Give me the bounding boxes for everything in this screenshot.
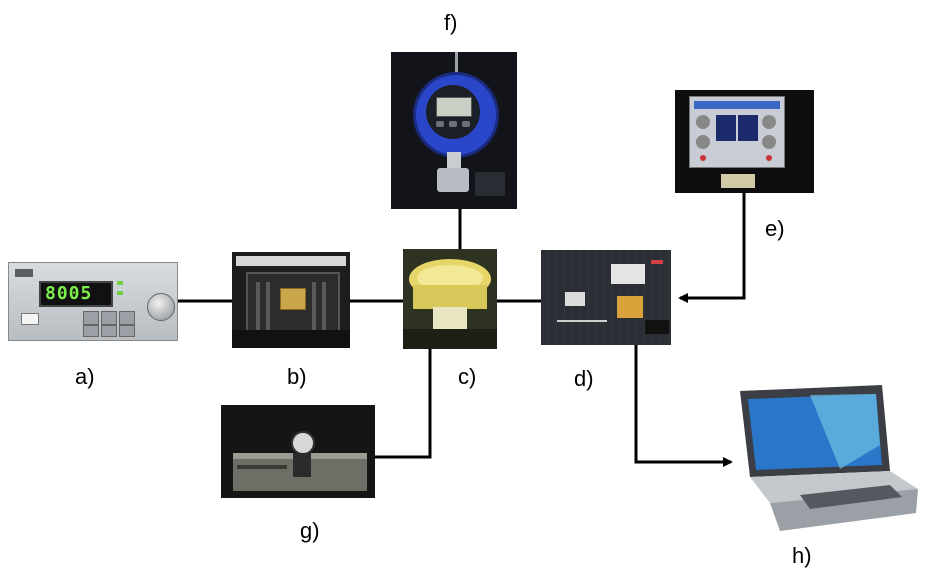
label-g: g): [300, 518, 320, 543]
label-e: e): [765, 216, 785, 241]
knob-icon: [147, 293, 175, 321]
label-b: b): [287, 364, 307, 389]
laptop-icon: [740, 385, 918, 531]
dc-source-photo: [675, 90, 814, 193]
arrow-d-h: [634, 345, 733, 467]
pressure-gauge-photo: [391, 52, 517, 209]
regulator-gauge-icon: [291, 431, 315, 455]
pressure-vessel-photo: [403, 249, 497, 349]
test-bench-photo: [541, 250, 671, 345]
arrow-e-d: [678, 193, 746, 303]
power-supply-photo: 8005: [8, 262, 178, 341]
line-g-c: [375, 349, 432, 459]
label-f: f): [444, 10, 458, 35]
laptop-photo: [730, 385, 920, 535]
label-d: d): [574, 366, 594, 391]
label-c: c): [458, 364, 477, 389]
clamp-block-photo: [232, 252, 350, 348]
gauge-dial-icon: [413, 72, 499, 158]
display-readout: 8005: [45, 283, 93, 304]
pressure-regulator-photo: [221, 405, 375, 498]
power-supply-display: 8005: [39, 281, 113, 307]
label-a: a): [75, 364, 95, 389]
label-h: h): [792, 543, 812, 568]
